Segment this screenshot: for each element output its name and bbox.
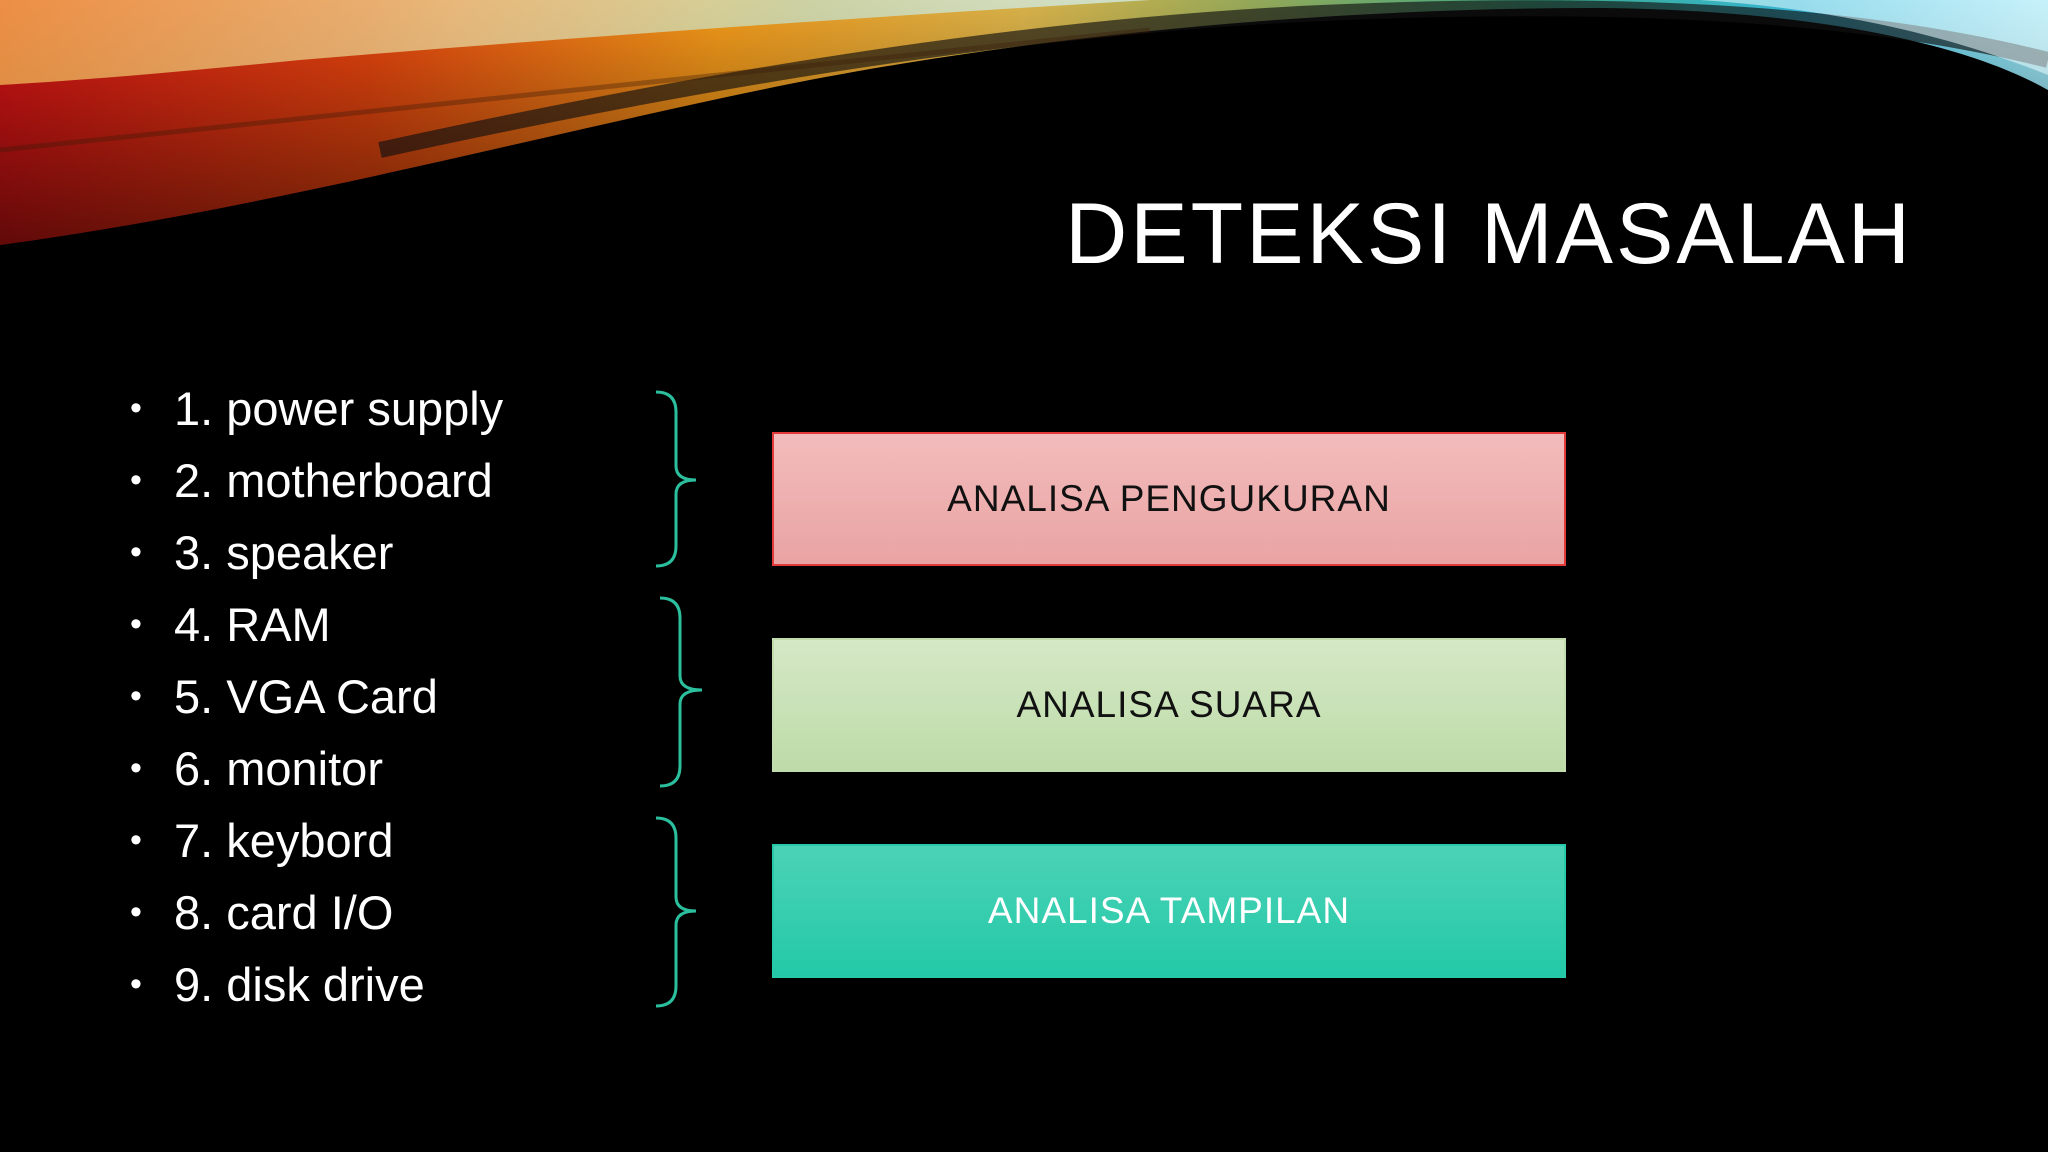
list-item: • 7. keybord: [130, 804, 503, 876]
list-item-text: 4. RAM: [174, 597, 331, 651]
bullet-icon: •: [130, 388, 142, 427]
decorative-swoosh-banner: [0, 0, 2048, 245]
bullet-icon: •: [130, 460, 142, 499]
list-item-text: 1. power supply: [174, 381, 504, 435]
bullet-icon: •: [130, 820, 142, 859]
list-item-text: 8. card I/O: [174, 885, 394, 939]
box-analisa-tampilan: ANALISA TAMPILAN: [772, 844, 1566, 978]
brace-group-3: [655, 816, 697, 1008]
list-item-text: 6. monitor: [174, 741, 383, 795]
box-analisa-pengukuran: ANALISA PENGUKURAN: [772, 432, 1566, 566]
list-item: • 6. monitor: [130, 732, 503, 804]
list-item-text: 3. speaker: [174, 525, 394, 579]
list-item: • 9. disk drive: [130, 948, 503, 1020]
list-item: • 1. power supply: [130, 372, 503, 444]
list-item-text: 7. keybord: [174, 813, 394, 867]
bullet-icon: •: [130, 604, 142, 643]
list-item: • 3. speaker: [130, 516, 503, 588]
box-label: ANALISA TAMPILAN: [987, 890, 1351, 931]
bullet-icon: •: [130, 748, 142, 787]
brace-group-2: [659, 596, 703, 788]
box-analisa-suara: ANALISA SUARA: [772, 638, 1566, 772]
bullet-icon: •: [130, 892, 142, 931]
bullet-icon: •: [130, 532, 142, 571]
bullet-icon: •: [130, 964, 142, 1003]
brace-group-1: [655, 390, 697, 568]
list-item: • 2. motherboard: [130, 444, 503, 516]
list-item-text: 2. motherboard: [174, 453, 493, 507]
list-item: • 8. card I/O: [130, 876, 503, 948]
box-label: ANALISA PENGUKURAN: [947, 478, 1391, 519]
list-item: • 4. RAM: [130, 588, 503, 660]
list-item-text: 5. VGA Card: [174, 669, 438, 723]
list-item: • 5. VGA Card: [130, 660, 503, 732]
bullet-icon: •: [130, 676, 142, 715]
slide-title: DETEKSI MASALAH: [1065, 186, 1913, 282]
list-item-text: 9. disk drive: [174, 957, 425, 1011]
component-list: • 1. power supply • 2. motherboard • 3. …: [130, 372, 503, 1020]
box-label: ANALISA SUARA: [1016, 684, 1322, 725]
